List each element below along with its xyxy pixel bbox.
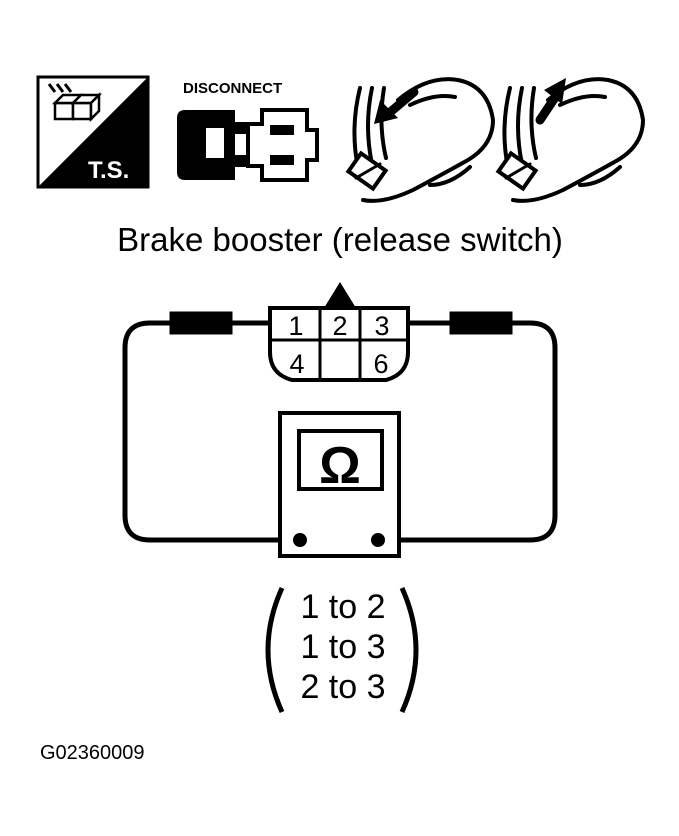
measurement-list: 1 to 2 1 to 3 2 to 3 [265,586,419,714]
disconnect-label: DISCONNECT [183,80,282,97]
diagram-title: Brake booster (release switch) [117,221,563,258]
meter-probe-right [371,533,385,547]
pin-6: 6 [373,349,388,379]
disconnect-icon: DISCONNECT [177,80,319,182]
figure-id: G02360009 [40,742,145,764]
pin-2: 2 [332,311,347,341]
ohmmeter: Ω [278,411,401,558]
test-lead-left [122,311,300,543]
meter-probe-left [293,533,307,547]
ohm-icon: Ω [319,437,361,495]
measurement-3: 2 to 3 [300,668,385,706]
pedal-release-icon [495,77,646,203]
measurement-1: 1 to 2 [300,588,385,626]
ts-icon-label: T.S. [88,157,129,184]
pin-4: 4 [289,349,304,379]
test-lead-right [378,311,558,543]
pedal-depress-icon [345,77,496,203]
pin-1: 1 [288,311,303,341]
connector: 1 2 3 4 6 [268,282,410,382]
measurement-2: 1 to 3 [300,628,385,666]
pin-3: 3 [374,311,389,341]
ts-icon: T.S. [36,75,150,189]
